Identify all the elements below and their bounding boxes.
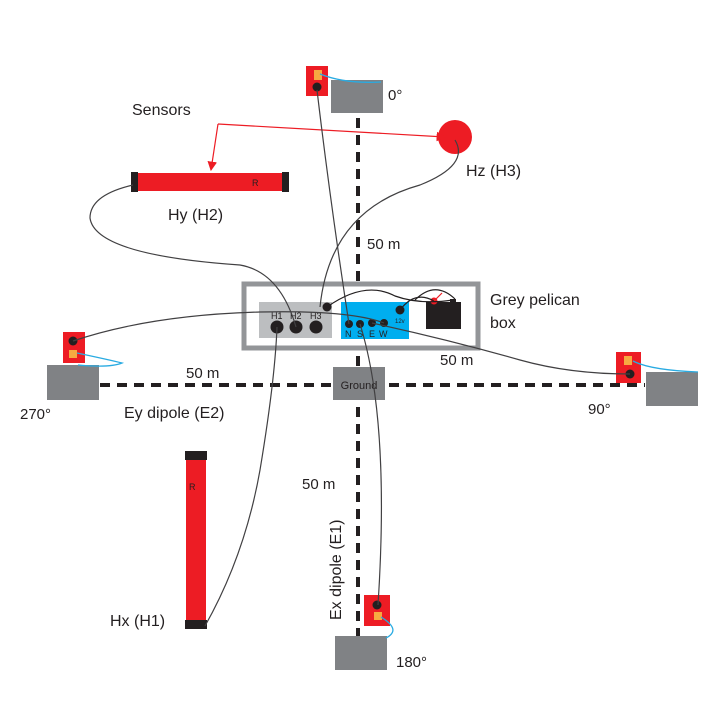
cable-north — [316, 89, 350, 325]
dist-east-label: 50 m — [440, 352, 473, 369]
port-h1-label: H1 — [271, 311, 283, 321]
dist-west-label: 50 m — [186, 365, 219, 382]
deg-0-label: 0° — [388, 87, 402, 104]
cable-hx — [204, 326, 278, 627]
electrode-west — [63, 332, 125, 367]
electrode-south — [364, 595, 394, 639]
electrode-east — [616, 352, 699, 383]
cable-battery-neg — [326, 289, 454, 308]
ground-label: Ground — [341, 380, 378, 392]
cables — [72, 89, 631, 627]
pad-270 — [47, 365, 99, 400]
dist-north-label: 50 m — [367, 236, 400, 253]
cable-east — [371, 322, 631, 375]
hy-sensor: R — [131, 172, 289, 192]
pad-0 — [331, 80, 383, 113]
cable-battery-pos — [399, 296, 435, 311]
electrode-north — [306, 66, 382, 96]
box-label-line2: box — [490, 315, 516, 332]
deg-90-label: 90° — [588, 401, 611, 418]
cable-south — [359, 323, 383, 606]
hz-sensor — [438, 120, 472, 154]
sensors-arrow — [217, 123, 447, 142]
box-label-line1: Grey pelican — [490, 292, 580, 309]
port-s-label: S — [357, 329, 363, 339]
sensors-arrow-to-hy — [207, 123, 219, 172]
cable-hz — [319, 139, 460, 308]
deg-180-label: 180° — [396, 654, 427, 671]
hz-label: Hz (H3) — [466, 163, 521, 180]
cable-hy — [89, 184, 297, 328]
battery — [426, 297, 461, 329]
svg-text:R: R — [252, 178, 259, 188]
port-e-label: E — [369, 329, 375, 339]
sensors-label: Sensors — [132, 102, 191, 119]
cable-battery-red — [433, 292, 443, 302]
port-h3-label: H3 — [310, 311, 322, 321]
ground-pad — [333, 367, 385, 400]
svg-text:R: R — [189, 482, 196, 492]
pad-180 — [335, 636, 387, 670]
dist-south-label: 50 m — [302, 476, 335, 493]
deg-270-label: 270° — [20, 406, 51, 423]
port-h2-label: H2 — [290, 311, 302, 321]
ey-dipole-label: Ey dipole (E2) — [124, 405, 225, 422]
pad-90 — [646, 372, 698, 406]
ex-dipole-label: Ex dipole (E1) — [328, 520, 345, 621]
port-n-label: N — [345, 329, 352, 339]
hy-label: Hy (H2) — [168, 207, 223, 224]
port-12v-label: 12v — [395, 319, 405, 325]
port-w-label: W — [379, 329, 388, 339]
hx-label: Hx (H1) — [110, 613, 165, 630]
cable-battery-top — [414, 289, 456, 301]
port-h3 — [309, 320, 323, 334]
hx-sensor: R — [185, 451, 207, 629]
cable-west — [72, 311, 385, 342]
